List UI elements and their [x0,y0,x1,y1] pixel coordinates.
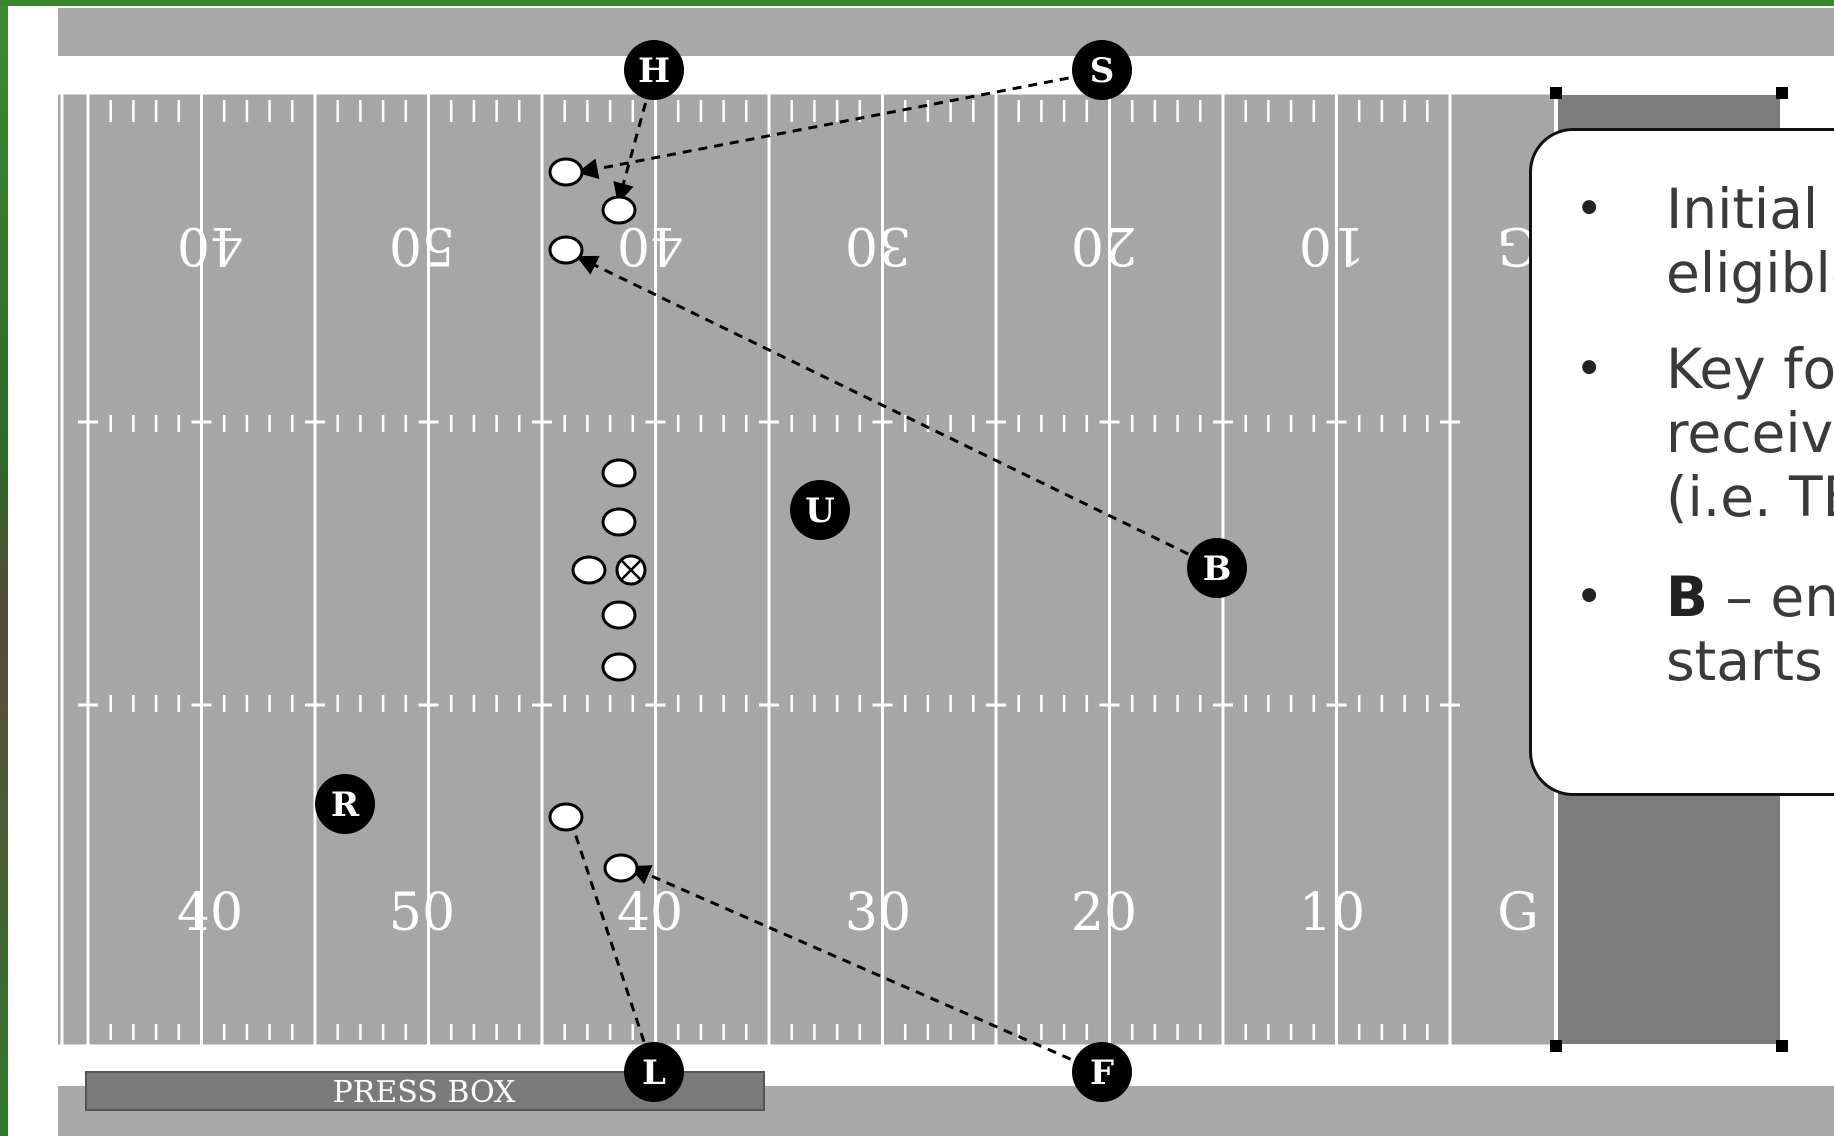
offense-player [603,509,635,535]
offense-player [603,460,635,486]
pylon [1550,1040,1562,1052]
yard-number-top: 40 [617,215,683,275]
bullet-dot: • [1575,565,1603,629]
yard-number-top: 20 [1071,215,1137,275]
yard-number-bottom: G [1497,883,1539,943]
notes-callout: • Initial keligible • Key foreceive(i.e. TE… [1529,128,1834,796]
offense-player [603,654,635,680]
offense-player [550,159,582,185]
yard-number-top: 10 [1299,215,1365,275]
official-b-label: B [1203,549,1232,589]
yard-number-bottom: 50 [389,883,455,943]
yard-number-top: 30 [845,215,911,275]
yard-number-top: 40 [177,215,243,275]
offense-player [603,602,635,628]
sideline-band-top [58,56,1058,93]
pylon [1776,1040,1788,1052]
official-h-label: H [638,51,670,91]
offense-player [573,557,605,583]
official-l-label: L [642,1053,666,1093]
pylon [1776,87,1788,99]
yard-number-bottom: 40 [617,883,683,943]
offense-player [603,197,635,223]
yard-number-top: 50 [389,215,455,275]
bullet-bold-text: B [1666,565,1708,629]
yard-number-bottom: 10 [1299,883,1365,943]
official-s-label: S [1090,51,1115,91]
yard-number-bottom: 30 [845,883,911,943]
offense-player [550,237,582,263]
official-f-label: F [1090,1053,1114,1093]
offense-player [605,855,637,881]
yard-number-bottom: 20 [1071,883,1137,943]
press-box-label: PRESS BOX [333,1075,516,1110]
offense-player [550,804,582,830]
yard-number-bottom: 40 [177,883,243,943]
pylon [1550,87,1562,99]
bullet-dot: • [1575,177,1603,241]
bullet-dot: • [1575,337,1603,401]
official-u-label: U [805,491,835,531]
official-r-label: R [331,785,360,825]
bullet-text: Key foreceive(i.e. TE [1666,337,1834,529]
sideline-area-top [58,8,1834,56]
bullet-text: Initial keligible [1666,177,1834,305]
